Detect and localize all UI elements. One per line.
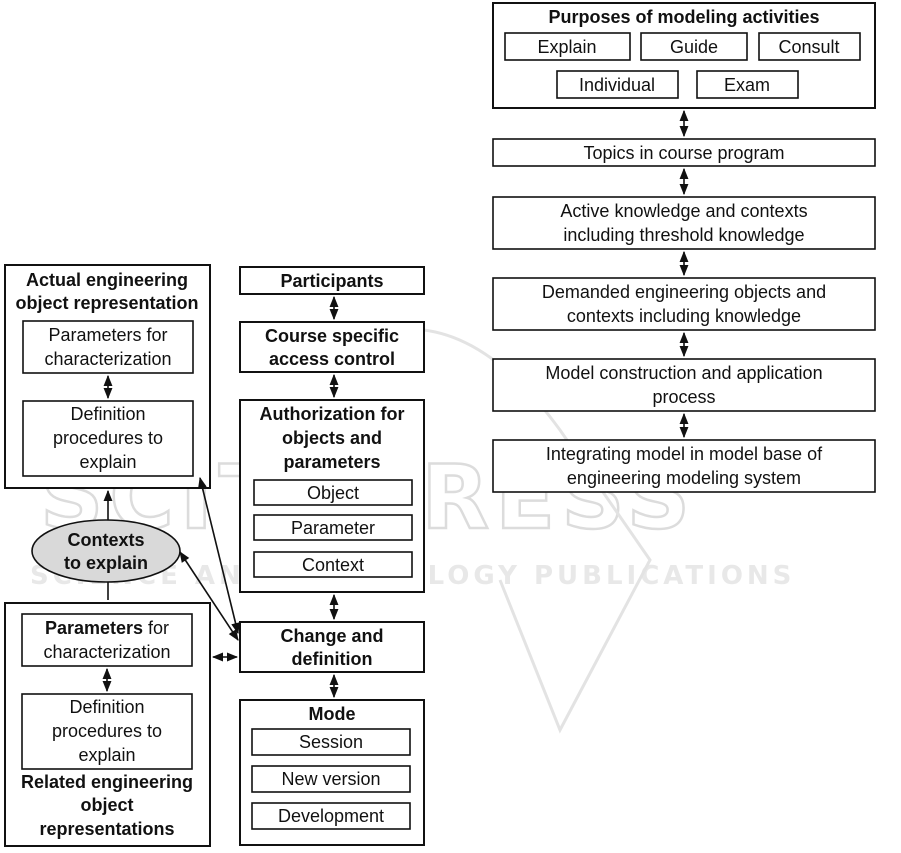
contexts-line1: Contexts	[67, 530, 144, 550]
actual-representation-box: Actual engineering object representation…	[4, 264, 211, 489]
related-def-line2: procedures to	[52, 721, 162, 741]
model-construction-box: Model construction and application proce…	[492, 358, 876, 412]
related-def-box	[21, 693, 193, 770]
demanded-objects-box: Demanded engineering objects and context…	[492, 277, 876, 331]
change-definition-frame	[239, 621, 425, 673]
related-representations-box: Parameters for characterization Definiti…	[4, 602, 211, 847]
course-access-box: Course specific access control	[239, 321, 425, 373]
integrating-model-box: Integrating model in model base of engin…	[492, 439, 876, 493]
related-params-line2: characterization	[43, 642, 170, 662]
actual-params-box	[22, 320, 194, 374]
actual-def-line3: explain	[79, 452, 136, 472]
course-access-line1: Course specific	[265, 326, 399, 346]
related-title-line2: object	[80, 795, 133, 815]
authorization-line1: Authorization for	[260, 404, 405, 424]
related-params-box	[21, 613, 193, 667]
cross-connections	[179, 476, 240, 662]
model-construction-line1: Model construction and application	[545, 363, 822, 383]
actual-def-box	[22, 400, 194, 477]
demanded-objects-frame	[492, 277, 876, 331]
purpose-guide: Guide	[670, 37, 718, 57]
participants-frame	[239, 266, 425, 295]
active-knowledge-line1: Active knowledge and contexts	[560, 201, 807, 221]
contexts-node: Contexts to explain	[31, 489, 181, 600]
active-knowledge-line2: including threshold knowledge	[563, 225, 804, 245]
related-title-line3: representations	[39, 819, 174, 839]
change-definition-box: Change and definition	[239, 621, 425, 673]
mode-development-box	[251, 802, 411, 830]
mode-title: Mode	[309, 704, 356, 724]
course-access-frame	[239, 321, 425, 373]
actual-title-line2: object representation	[15, 293, 198, 313]
course-access-line2: access control	[269, 349, 395, 369]
active-knowledge-frame	[492, 196, 876, 250]
integrating-model-line2: engineering modeling system	[567, 468, 801, 488]
related-title-line1: Related engineering	[21, 772, 193, 792]
related-params-bold: Parameters	[45, 618, 143, 638]
demanded-objects-line1: Demanded engineering objects and	[542, 282, 826, 302]
change-line2: definition	[292, 649, 373, 669]
purpose-individual: Individual	[579, 75, 655, 95]
contexts-ellipse	[31, 519, 181, 583]
actual-params-line2: characterization	[44, 349, 171, 369]
auth-object: Object	[307, 483, 359, 503]
actual-def-line2: procedures to	[53, 428, 163, 448]
active-knowledge-box: Active knowledge and contexts including …	[492, 196, 876, 250]
auth-parameter-box	[253, 514, 413, 541]
related-params-rest: for	[143, 618, 169, 638]
topics-label: Topics in course program	[583, 143, 784, 163]
authorization-box: Authorization for objects and parameters…	[239, 399, 425, 593]
purpose-exam-box	[696, 70, 799, 99]
mode-session: Session	[299, 732, 363, 752]
mode-session-box	[251, 728, 411, 756]
auth-context: Context	[302, 555, 364, 575]
change-line1: Change and	[280, 626, 383, 646]
auth-object-box	[253, 479, 413, 506]
participants-box: Participants	[239, 266, 425, 295]
mode-box: Mode Session New version Development	[239, 699, 425, 846]
integrating-model-line1: Integrating model in model base of	[546, 444, 823, 464]
integrating-model-frame	[492, 439, 876, 493]
auth-parameter: Parameter	[291, 518, 375, 538]
contexts-line2: to explain	[64, 553, 148, 573]
purpose-explain-box	[504, 32, 631, 61]
purpose-individual-box	[556, 70, 679, 99]
model-construction-line2: process	[652, 387, 715, 407]
topics-frame	[492, 138, 876, 167]
mode-new-version: New version	[281, 769, 380, 789]
topics-box: Topics in course program	[492, 138, 876, 167]
actual-def-line1: Definition	[70, 404, 145, 424]
purposes-title: Purposes of modeling activities	[548, 7, 819, 27]
authorization-line3: parameters	[283, 452, 380, 472]
purpose-consult-box	[758, 32, 861, 61]
arrow-change-contexts	[179, 551, 239, 641]
actual-title-line1: Actual engineering	[26, 270, 188, 290]
purpose-exam: Exam	[724, 75, 770, 95]
actual-params-line1: Parameters for	[48, 325, 167, 345]
purpose-consult: Consult	[778, 37, 839, 57]
participants-label: Participants	[280, 271, 383, 291]
demanded-objects-line2: contexts including knowledge	[567, 306, 801, 326]
purposes-box: Purposes of modeling activities Explain …	[492, 2, 876, 109]
mode-development: Development	[278, 806, 384, 826]
mode-new-version-box	[251, 765, 411, 793]
related-params-line1: Parameters for	[45, 618, 169, 638]
purpose-explain: Explain	[537, 37, 596, 57]
purpose-guide-box	[640, 32, 748, 61]
auth-context-box	[253, 551, 413, 578]
model-construction-frame	[492, 358, 876, 412]
related-def-line1: Definition	[69, 697, 144, 717]
related-def-line3: explain	[78, 745, 135, 765]
authorization-line2: objects and	[282, 428, 382, 448]
